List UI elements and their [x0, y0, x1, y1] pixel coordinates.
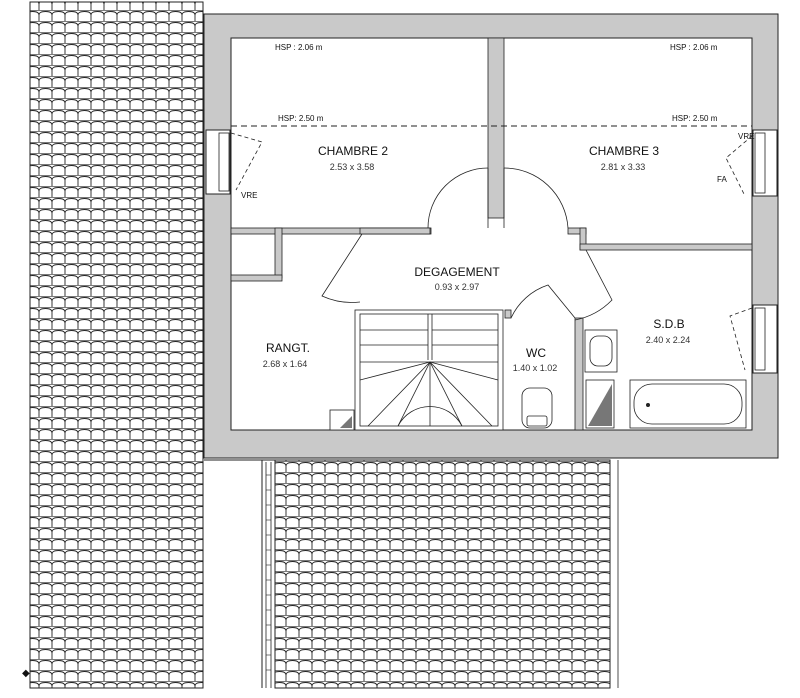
hsp-left-low: HSP : 2.06 m — [275, 43, 323, 52]
interior-walls — [230, 37, 753, 431]
storage-hatch — [329, 409, 355, 431]
room-dims-chambre2: 2.53 x 3.58 — [330, 162, 375, 172]
bathroom-fixtures — [584, 329, 747, 429]
window-right-bottom — [752, 304, 778, 374]
window-right-top — [752, 129, 778, 197]
roof-dormer — [204, 459, 619, 688]
room-dims-rangt: 2.68 x 1.64 — [263, 359, 308, 369]
tag-vre-right: VRE — [738, 132, 754, 141]
compass-mark: ◆ — [22, 668, 30, 679]
room-dims-sdb: 2.40 x 2.24 — [646, 335, 691, 345]
hsp-right-high: HSP: 2.50 m — [672, 114, 718, 123]
room-name-chambre2: CHAMBRE 2 — [318, 144, 388, 158]
roof-ladder — [265, 462, 272, 688]
door-swings — [321, 167, 613, 321]
room-name-degagement: DEGAGEMENT — [414, 265, 500, 279]
window-swings — [230, 132, 753, 371]
room-dims-degagement: 0.93 x 2.97 — [435, 282, 480, 292]
window-left — [205, 129, 231, 195]
toilet — [521, 387, 553, 429]
room-name-chambre3: CHAMBRE 3 — [589, 144, 659, 158]
room-dims-wc: 1.40 x 1.02 — [513, 363, 558, 373]
roof-left — [29, 1, 204, 689]
tag-fa: FA — [717, 175, 727, 184]
tag-vre-left: VRE — [241, 191, 257, 200]
exterior-walls — [203, 13, 779, 459]
ladder-rungs — [266, 474, 271, 671]
room-name-rangt: RANGT. — [266, 341, 310, 355]
room-name-sdb: S.D.B — [653, 317, 684, 331]
staircase — [354, 309, 504, 431]
room-dims-chambre3: 2.81 x 3.33 — [601, 162, 646, 172]
roof-bottom — [274, 459, 611, 689]
hsp-left-high: HSP: 2.50 m — [278, 114, 324, 123]
room-name-wc: WC — [526, 346, 546, 360]
hsp-right-low: HSP : 2.06 m — [670, 43, 718, 52]
